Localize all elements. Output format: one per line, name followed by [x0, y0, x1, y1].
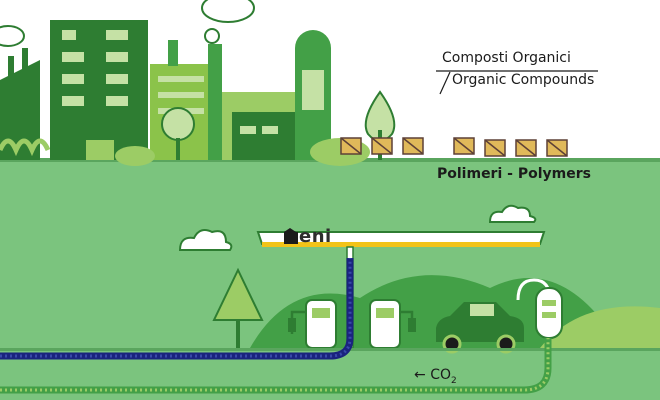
factory-building: [150, 28, 222, 160]
factory-tower: [50, 20, 148, 160]
fuel-pump-icon: [369, 299, 416, 349]
crate-icon: [402, 137, 424, 155]
ground-line: [0, 348, 660, 351]
left-arrow-icon: ←: [414, 367, 426, 383]
crate-icon: [371, 137, 393, 155]
pipeline-icon: [0, 258, 354, 360]
eni-brand-label: eni: [299, 226, 332, 247]
hill: [540, 306, 660, 348]
co2-text: CO: [430, 367, 451, 383]
crate-icon: [453, 137, 475, 155]
crate-row: [340, 137, 568, 157]
cloud-icon: [201, 0, 255, 23]
ground-area: [0, 160, 660, 400]
factory-icon: [0, 48, 51, 160]
crate-icon: [546, 139, 568, 157]
organic-compounds-it-label: Composti Organici: [442, 50, 571, 66]
crate-icon: [340, 137, 362, 155]
organic-compounds-en-label: Organic Compounds: [452, 72, 595, 88]
label-divider: [439, 71, 451, 95]
eni-dog-logo: [284, 228, 298, 244]
hydrogen-tank-icon: [516, 278, 563, 339]
pipeline-icon: [0, 338, 552, 394]
co2-flow-label: ← CO2: [414, 367, 457, 386]
cloud-icon: [178, 229, 233, 251]
polymers-label: Polimeri - Polymers: [437, 166, 591, 182]
co2-subscript: 2: [450, 376, 457, 386]
crate-icon: [515, 139, 537, 157]
tree-icon: [212, 267, 264, 348]
tree-icon: [161, 107, 195, 160]
crate-icon: [484, 139, 506, 157]
cloud-icon: [488, 204, 537, 223]
factory-dome: [222, 30, 331, 160]
cloud-icon: [0, 25, 25, 47]
